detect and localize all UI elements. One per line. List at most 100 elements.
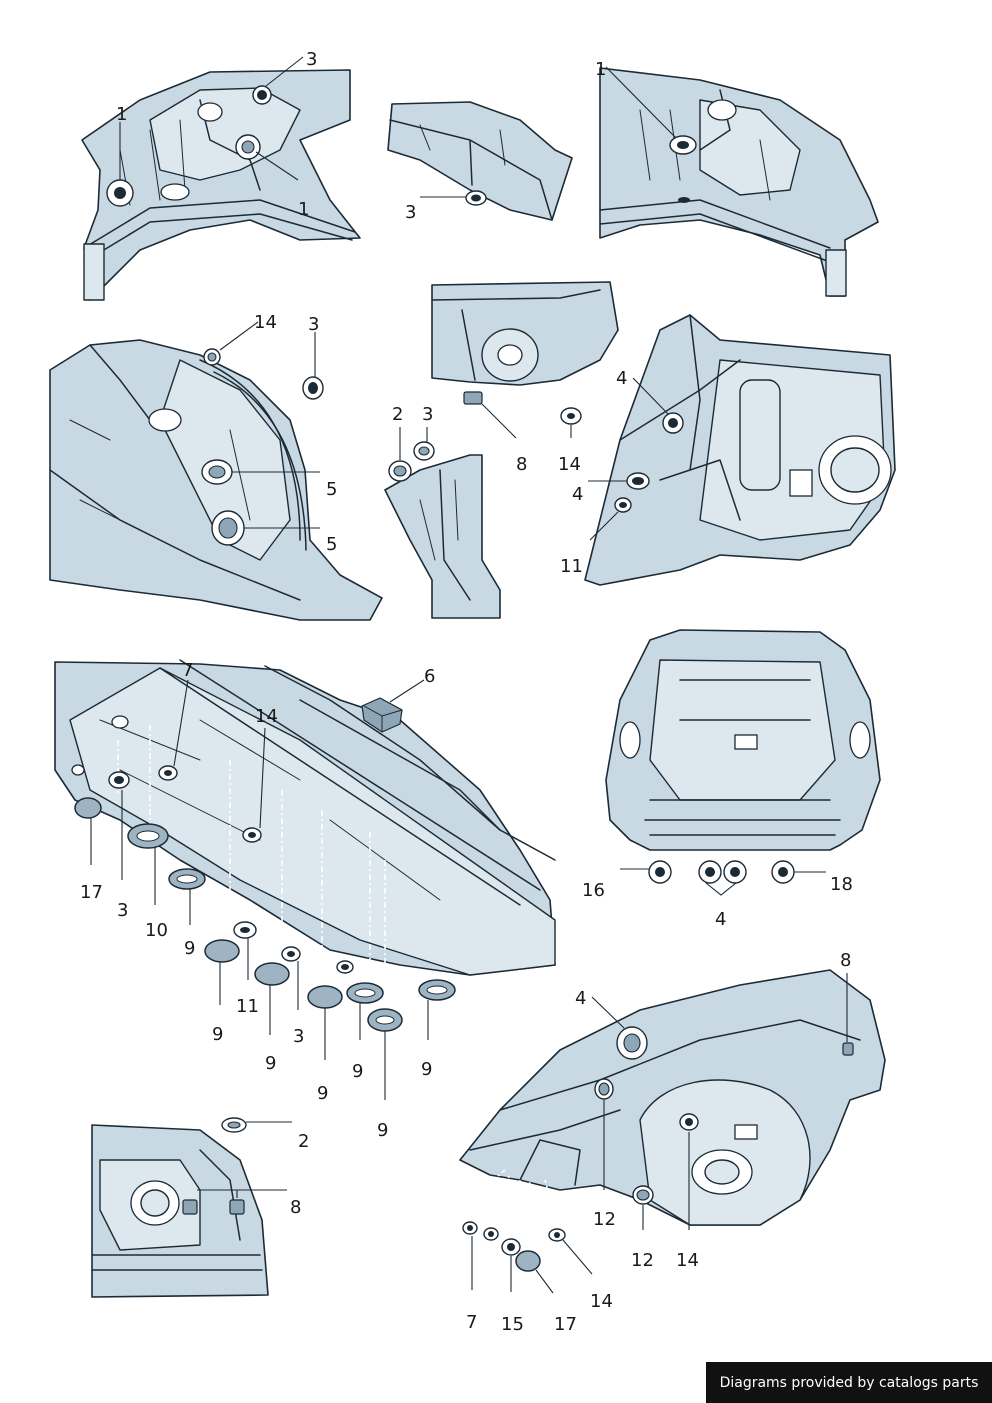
grommet-p11-12b xyxy=(632,1185,654,1205)
grommet-p11-15 xyxy=(501,1238,521,1256)
callout-p11-7: 7 xyxy=(466,1312,477,1333)
callout-p1-3: 3 xyxy=(306,49,317,70)
plug-p8-9e xyxy=(346,982,384,1004)
callout-p8-9d: 9 xyxy=(317,1083,328,1104)
callout-p8-3b: 3 xyxy=(293,1026,304,1047)
grommet-p9-16 xyxy=(648,860,672,884)
panel-front-right-wheelhouse xyxy=(599,67,879,297)
plug-p8-17 xyxy=(74,797,102,819)
callout-p11-17: 17 xyxy=(554,1314,577,1335)
grommet-p9-4b xyxy=(723,860,747,884)
callout-p4-14: 14 xyxy=(254,312,277,333)
callout-p3-1: 1 xyxy=(595,59,606,80)
callout-p8-3a: 3 xyxy=(117,900,128,921)
credit-text: Diagrams provided by catalogs parts xyxy=(719,1374,979,1391)
callout-p1-1b: 1 xyxy=(298,199,309,220)
grommet-p5-a xyxy=(388,460,412,482)
grommet-p3 xyxy=(669,135,697,155)
grommet-p11-12a xyxy=(594,1078,614,1100)
callout-p8-9c: 9 xyxy=(265,1053,276,1074)
callout-p11-4: 4 xyxy=(575,988,586,1009)
plug-p8-9g xyxy=(418,979,456,1001)
callout-p8-6: 6 xyxy=(424,666,435,687)
grommet-p8-11 xyxy=(233,921,257,939)
callout-p8-9f: 9 xyxy=(377,1120,388,1141)
grommet-p4-a xyxy=(203,348,221,366)
grommet-p4-d xyxy=(211,510,245,546)
callout-p8-17: 17 xyxy=(80,882,103,903)
callout-p11-14b: 14 xyxy=(590,1291,613,1312)
grommet-p4-c xyxy=(201,459,233,485)
plug-p8-9a xyxy=(168,868,206,890)
plug-p10-8b xyxy=(229,1199,245,1215)
callout-p5-2: 2 xyxy=(392,404,403,425)
grommet-p7-c xyxy=(614,497,632,513)
plug-p8-9b xyxy=(204,939,240,963)
callout-p11-12a: 12 xyxy=(593,1209,616,1230)
plug-p11-8 xyxy=(842,1042,854,1056)
callout-p10-2: 2 xyxy=(298,1131,309,1152)
callout-p8-7: 7 xyxy=(182,660,193,681)
callout-p11-8: 8 xyxy=(840,950,851,971)
callout-p2-3: 3 xyxy=(405,202,416,223)
callout-p6-8: 8 xyxy=(516,454,527,475)
panel-strut-tower xyxy=(431,281,619,386)
callout-p9-18: 18 xyxy=(830,874,853,895)
callout-p10-8: 8 xyxy=(290,1197,301,1218)
grommet-p10-2 xyxy=(221,1117,247,1133)
grommet-p8-3a xyxy=(108,771,130,789)
callout-p7-4a: 4 xyxy=(616,368,627,389)
grommet-p1-b xyxy=(235,134,261,160)
grommet-p4-b xyxy=(302,376,324,400)
callout-p11-14a: 14 xyxy=(676,1250,699,1271)
callout-p8-14: 14 xyxy=(255,706,278,727)
grommet-p11-b xyxy=(483,1227,499,1241)
callout-p8-9b: 9 xyxy=(212,1024,223,1045)
grommet-p11-14b xyxy=(548,1228,566,1242)
grommet-p8-7 xyxy=(158,765,178,781)
grommet-p7-a xyxy=(662,412,684,434)
grommet-p5-b xyxy=(413,441,435,461)
panel-rear-floor-right xyxy=(584,314,896,586)
callout-p4-3: 3 xyxy=(308,314,319,335)
callout-p8-9g: 9 xyxy=(421,1059,432,1080)
grommet-p8-3b xyxy=(281,946,301,962)
panel-rear-body xyxy=(605,629,881,851)
grommet-p7-b xyxy=(626,472,650,490)
panel-front-left-wheelhouse xyxy=(81,69,361,301)
callout-p4-5b: 5 xyxy=(326,534,337,555)
plug-p11-17 xyxy=(515,1250,541,1272)
callout-p11-15: 15 xyxy=(501,1314,524,1335)
callout-p1-1a: 1 xyxy=(116,104,127,125)
plug-p8-6 xyxy=(361,697,403,733)
callout-p8-9e: 9 xyxy=(352,1061,363,1082)
grommet-p11-14a xyxy=(679,1113,699,1131)
credit-banner: Diagrams provided by catalogs parts xyxy=(706,1362,992,1403)
grommet-p6 xyxy=(560,407,582,425)
callout-p7-11: 11 xyxy=(560,556,583,577)
callout-p8-10: 10 xyxy=(145,920,168,941)
callout-p8-11: 11 xyxy=(236,996,259,1017)
grommet-p1-c xyxy=(106,179,134,207)
plug-p10-8a xyxy=(182,1199,198,1215)
grommet-p11-4 xyxy=(616,1026,648,1060)
callout-p9-16: 16 xyxy=(582,880,605,901)
callout-p7-4b: 4 xyxy=(572,484,583,505)
grommet-p9-4a xyxy=(698,860,722,884)
callout-p8-9a: 9 xyxy=(184,938,195,959)
plug-square-p6 xyxy=(463,391,483,405)
grommet-p8-14 xyxy=(242,827,262,843)
grommet-p2 xyxy=(465,190,487,206)
panel-rear-right-wheelhouse xyxy=(459,969,886,1226)
plug-p8-10 xyxy=(127,823,169,849)
plug-p8-9f xyxy=(367,1008,403,1032)
panel-frame-rail xyxy=(387,101,573,221)
panel-c-pillar xyxy=(384,454,501,619)
panel-lower-rear-corner xyxy=(91,1124,269,1298)
grommet-p8-extra xyxy=(336,960,354,974)
plug-p8-9c xyxy=(254,962,290,986)
plug-p8-9d xyxy=(307,985,343,1009)
callout-p6-14: 14 xyxy=(558,454,581,475)
callout-p9-4: 4 xyxy=(715,909,726,930)
panel-underbody-floor xyxy=(54,659,556,976)
